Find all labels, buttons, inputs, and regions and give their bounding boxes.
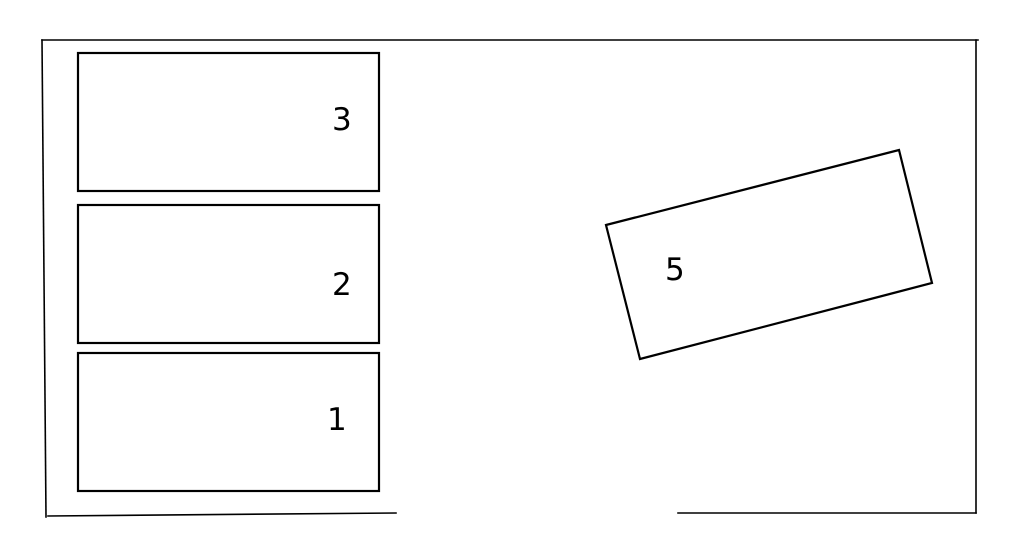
box-2: 2 [76, 203, 381, 345]
box-3-label: 3 [332, 102, 352, 138]
box-5: 5 [604, 148, 934, 361]
box-2-label: 2 [332, 267, 352, 303]
box-1-label: 1 [327, 402, 347, 438]
box-2-outline [76, 203, 381, 345]
enclosure [41, 39, 979, 518]
box-3-outline [76, 51, 381, 193]
bottom-wall-left-segment [47, 512, 397, 517]
box-5-label: 5 [665, 252, 685, 288]
box-1-outline [76, 351, 381, 493]
box-3: 3 [76, 51, 381, 193]
box-5-outline [604, 148, 934, 361]
left-wall [41, 39, 47, 518]
box-1: 1 [76, 351, 381, 493]
